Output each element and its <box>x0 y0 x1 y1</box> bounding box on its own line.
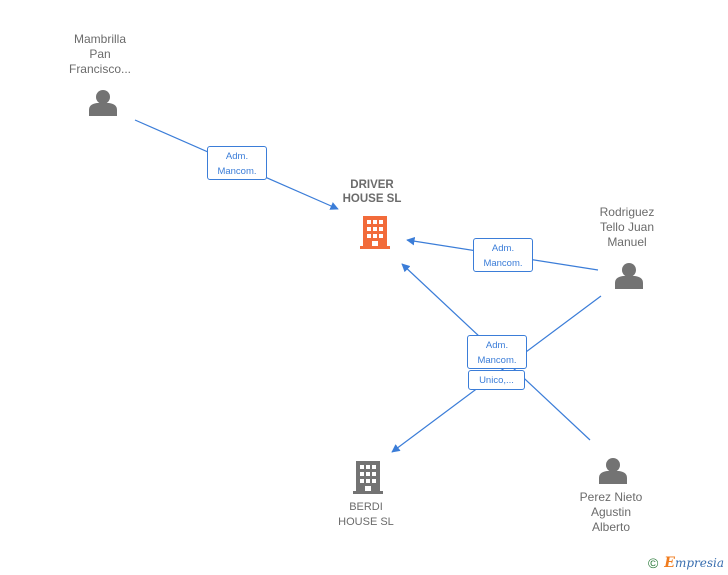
node-label-mambrilla[interactable]: Mambrilla Pan Francisco... <box>68 32 131 76</box>
copyright-symbol: © <box>647 555 659 571</box>
edge-label-perez-driver[interactable]: Adm. Mancom. <box>467 335 527 369</box>
person-icon[interactable] <box>615 263 643 289</box>
node-label-rodriguez[interactable]: Rodriguez Tello Juan Manuel <box>599 205 655 249</box>
node-label-perez[interactable]: Perez Nieto Agustin Alberto <box>579 490 643 534</box>
building-icon[interactable] <box>360 216 390 249</box>
person-icon[interactable] <box>599 458 627 484</box>
edge-label-rodriguez-berdi[interactable]: Unico,... <box>468 370 525 390</box>
node-label-driver-house[interactable]: DRIVER HOUSE SL <box>342 179 402 205</box>
empresia-logo: Empresia <box>664 555 724 571</box>
footer-brand: © Empresia <box>648 555 724 571</box>
edge-label-rodriguez-driver[interactable]: Adm. Mancom. <box>473 238 533 272</box>
edge-label-mambrilla-driver[interactable]: Adm. Mancom. <box>207 146 267 180</box>
node-label-berdi-house[interactable]: BERDI HOUSE SL <box>338 501 394 528</box>
building-icon[interactable] <box>353 461 383 494</box>
person-icon[interactable] <box>89 90 117 116</box>
